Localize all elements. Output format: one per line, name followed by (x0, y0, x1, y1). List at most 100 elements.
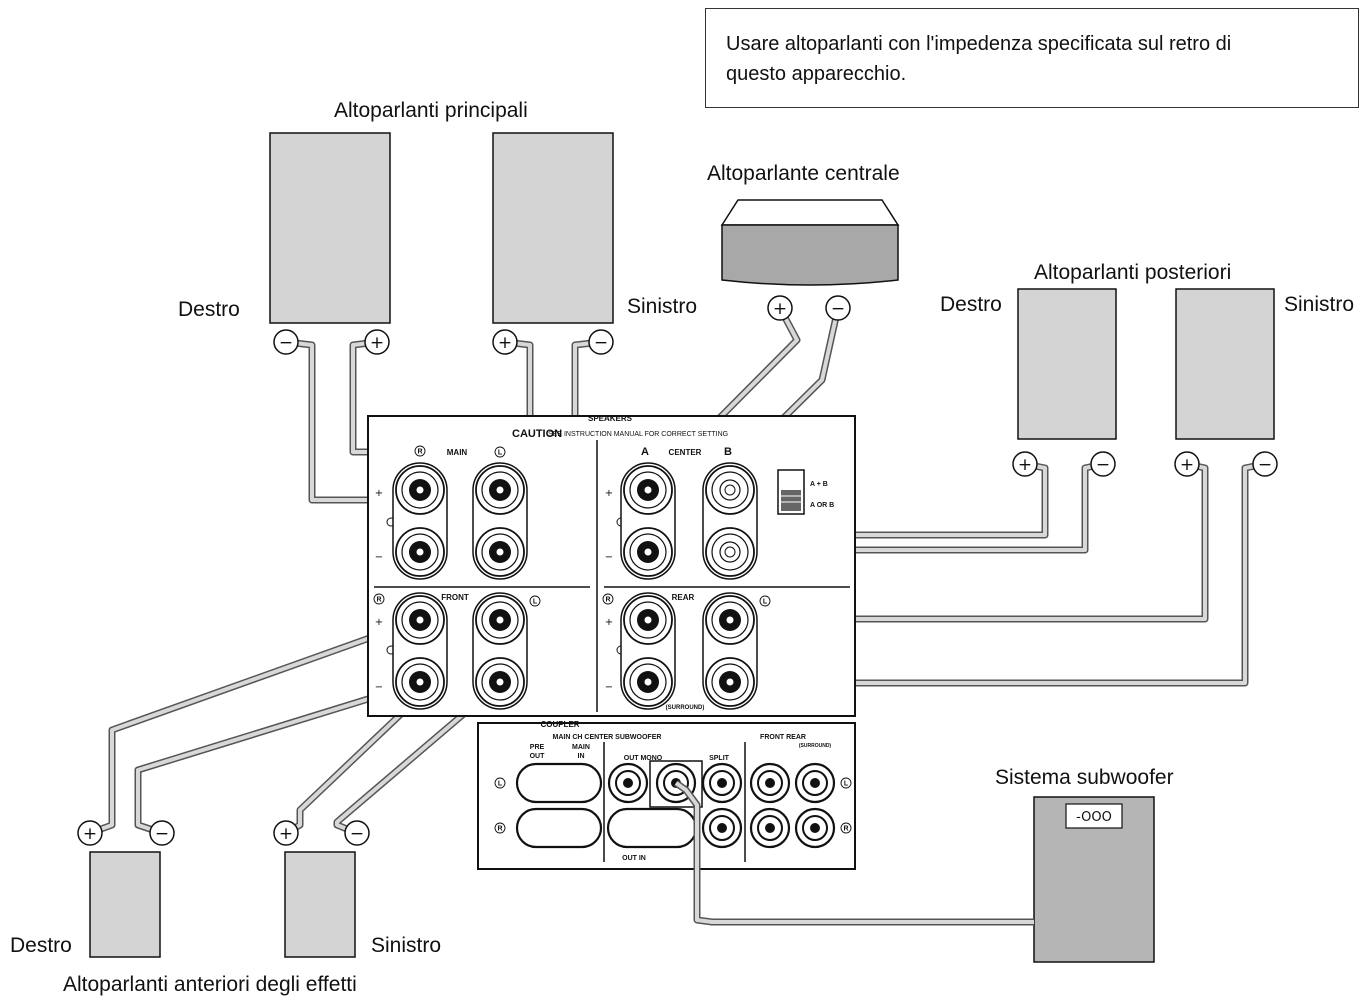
svg-text:R: R (605, 597, 610, 604)
front-fx-speakers-label: Altoparlanti anteriori degli effetti (63, 973, 357, 996)
impedance-note: Usare altoparlanti con l'impedenza speci… (705, 8, 1359, 108)
svg-text:L: L (844, 781, 849, 788)
subwoofer-system: -OOO (1033, 796, 1155, 963)
binding-post-pair-main-l-0 (472, 462, 528, 580)
main-left-plus-terminal: + (492, 329, 518, 355)
rear-speakers-label: Altoparlanti posteriori (1034, 261, 1232, 284)
rear-speaker-left (1175, 288, 1275, 440)
front-l-mark: L (529, 595, 541, 607)
mono-out-frame (649, 760, 703, 808)
svg-text:−: − (831, 299, 845, 319)
front-label: FRONT (441, 593, 469, 602)
speaker-ab-switch[interactable]: A + B A OR B (777, 469, 834, 515)
coupler-bridge-1 (515, 807, 603, 849)
binding-post-pair-center-a-1 (620, 592, 676, 710)
front-rear-label: FRONT REAR (760, 734, 806, 741)
out-in-label: OUT IN (622, 855, 646, 862)
svg-text:R: R (497, 826, 502, 833)
coupler-jack-0-6 (794, 762, 836, 804)
svg-text:L: L (498, 781, 503, 788)
note-line-1: Usare altoparlanti con l'impedenza speci… (726, 33, 1232, 55)
coupler-marks: L R L R (494, 777, 852, 834)
main-right-plus-terminal: + (364, 329, 390, 355)
coupler-bridge-0 (515, 762, 603, 804)
front-fx-speaker-left (284, 851, 356, 958)
rear-left-minus-terminal: − (1252, 451, 1278, 477)
coupler-jack-0-4 (701, 762, 743, 804)
svg-text:−: − (279, 333, 293, 353)
switch-ab-label: A + B (810, 481, 828, 488)
coupler-l-right: L (840, 777, 852, 789)
binding-post-pair-center-b-0 (702, 462, 758, 580)
coupler-panel: COUPLER MAIN CH CENTER SUBWOOFER PRE OUT… (477, 720, 856, 870)
caution-label: CAUTION (512, 428, 562, 440)
main-r-mark: R (414, 445, 426, 457)
svg-text:+: + (773, 299, 787, 319)
svg-text:+: + (370, 333, 384, 353)
panel-minus-mark-5: − (605, 552, 613, 563)
front-r-mark: R (373, 593, 385, 605)
caution-text: SEE INSTRUCTION MANUAL FOR CORRECT SETTI… (548, 431, 728, 438)
panel-plus-mark-0: + (375, 488, 383, 499)
speakers-panel: SPEAKERS CAUTION SEE INSTRUCTION MANUAL … (367, 414, 856, 717)
panel-plus-mark-2: + (375, 617, 383, 628)
pre-out-label-2: OUT (530, 753, 546, 760)
panel-minus-mark-1: − (375, 552, 383, 563)
main-in-label-2: IN (578, 753, 585, 760)
main-right-minus-terminal: − (273, 329, 299, 355)
coupler-l-left: L (494, 777, 506, 789)
fx-left-minus-terminal: − (344, 820, 370, 846)
svg-text:−: − (350, 824, 364, 844)
switch-aorb-label: A OR B (810, 502, 834, 509)
svg-text:−: − (1258, 455, 1272, 475)
fx-left-plus-terminal: + (273, 820, 299, 846)
coupler-r-right: R (840, 822, 852, 834)
main-left-minus-terminal: − (588, 329, 614, 355)
svg-text:+: + (1018, 455, 1032, 475)
svg-text:R: R (417, 449, 422, 456)
main-label: MAIN (447, 448, 468, 457)
surround-label: (SURROUND) (666, 705, 705, 711)
coupler-jack-0-2 (607, 762, 649, 804)
binding-post-pair-center-a-0 (620, 462, 676, 580)
main-speaker-left (492, 132, 614, 324)
b-label: B (724, 446, 732, 458)
binding-post-pair-main-l-1 (472, 592, 528, 710)
coupler-r-left: R (494, 822, 506, 834)
fx-right-minus-terminal: − (149, 820, 175, 846)
note-line-2: questo apparecchio. (726, 63, 907, 85)
rear-speaker-right (1017, 288, 1117, 440)
front-fx-right-label: Destro (10, 934, 72, 957)
rear-left-label: Sinistro (1284, 293, 1355, 316)
main-right-label: Destro (178, 298, 240, 321)
subwoofer-label: Sistema subwoofer (995, 766, 1174, 789)
svg-text:R: R (843, 826, 848, 833)
rear-right-minus-terminal: − (1090, 451, 1116, 477)
panel-minus-mark-7: − (605, 682, 613, 693)
svg-text:R: R (376, 597, 381, 604)
svg-text:−: − (155, 824, 169, 844)
svg-text:+: + (498, 333, 512, 353)
pre-out-label-1: PRE (530, 744, 545, 751)
center-plus-terminal: + (767, 295, 793, 321)
svg-text:L: L (763, 599, 768, 606)
rear-left-plus-terminal: + (1174, 451, 1200, 477)
rear-r-mark: R (602, 593, 614, 605)
panel-minus-mark-3: − (375, 682, 383, 693)
coupler-bridge-2 (606, 807, 698, 849)
svg-text:+: + (83, 824, 97, 844)
center-minus-terminal: − (825, 295, 851, 321)
front-fx-left-label: Sinistro (371, 934, 442, 957)
front-fx-speaker-right (89, 851, 161, 958)
rear-l-mark: L (759, 595, 771, 607)
main-speaker-right (269, 132, 391, 324)
panel-plus-mark-4: + (605, 488, 613, 499)
coupler-label: COUPLER (540, 720, 579, 729)
out-mono-label: OUT MONO (624, 755, 663, 762)
svg-text:−: − (1096, 455, 1110, 475)
main-speakers-label: Altoparlanti principali (334, 99, 528, 122)
binding-post-pair-main-r-1 (392, 592, 448, 710)
svg-text:+: + (279, 824, 293, 844)
center-label: CENTER (669, 448, 702, 457)
coupler-jack-0-5 (749, 762, 791, 804)
